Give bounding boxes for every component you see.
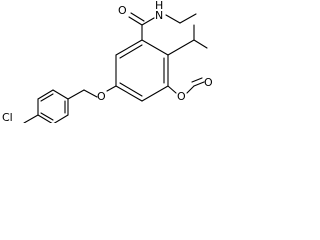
amide-hydrogen-label: H [155, 0, 163, 12]
bond [40, 112, 54, 121]
molecule-structure: Cl O O O O N H [2, 0, 213, 123]
amide-nitrogen-label: N [155, 9, 163, 22]
bond [191, 77, 203, 83]
bond [130, 12, 145, 22]
bond [193, 81, 205, 87]
bond [165, 14, 181, 24]
atom-labels: Cl O O O O N H [2, 0, 213, 123]
bond [179, 13, 197, 24]
ring-oxygen-label: O [177, 90, 186, 103]
bond [40, 93, 54, 102]
bond [115, 39, 143, 56]
bond [115, 85, 143, 102]
bond [83, 89, 98, 98]
bond [128, 16, 143, 26]
bond [167, 39, 195, 56]
ether-oxygen-label: O [97, 90, 106, 103]
bond [67, 89, 85, 100]
chlorine-label: Cl [2, 111, 13, 123]
bond [52, 89, 69, 100]
bond [141, 85, 169, 102]
bond [37, 89, 54, 100]
lactone-carbonyl-oxygen-label: O [204, 76, 213, 89]
bond [119, 82, 143, 97]
bond [23, 114, 39, 123]
amide-group [128, 12, 197, 41]
bond [53, 114, 69, 123]
bond [119, 44, 143, 59]
coumarin-benzo-ring [115, 39, 169, 102]
molecule-structure-canvas: Cl O O O O N H [0, 0, 216, 123]
pyranone-ring [167, 24, 208, 94]
bond [141, 39, 169, 56]
chlorophenyl-ring [37, 89, 69, 123]
bond [106, 85, 117, 92]
bond [193, 39, 208, 49]
bond [37, 114, 53, 123]
bond [167, 85, 177, 94]
amide-oxygen-label: O [118, 4, 127, 17]
bond [186, 85, 195, 94]
bond [141, 17, 155, 26]
